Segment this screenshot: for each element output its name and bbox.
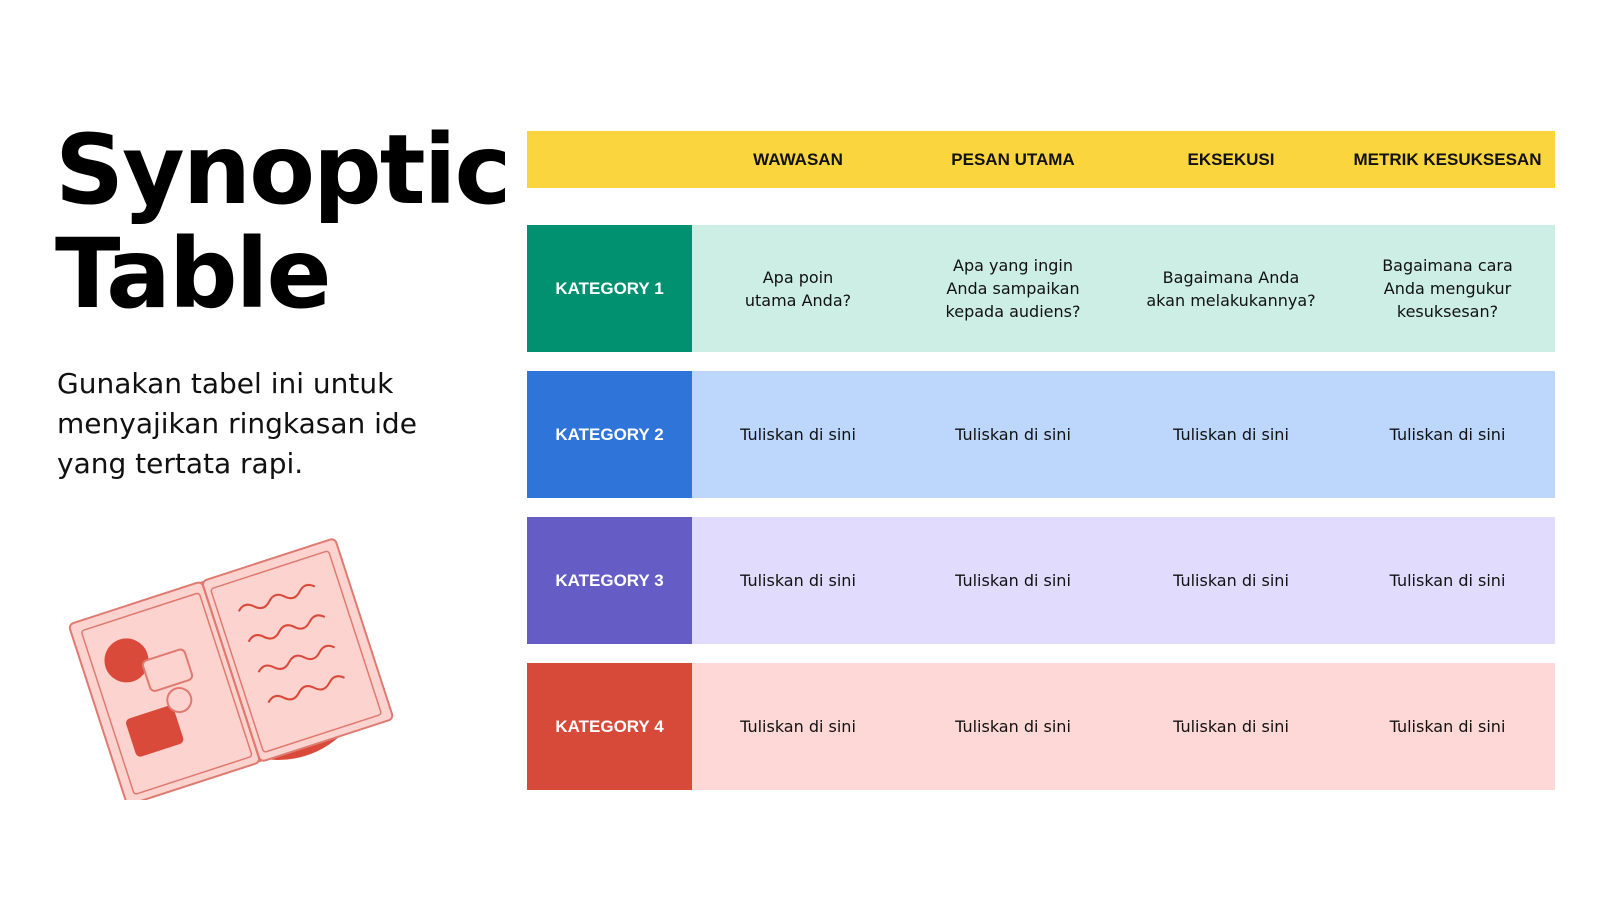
table-row-kategory-1: KATEGORY 1 Apa poin utama Anda? Apa yang… bbox=[527, 225, 1555, 352]
row-label: KATEGORY 2 bbox=[527, 371, 692, 498]
table-row-kategory-4: KATEGORY 4 Tuliskan di sini Tuliskan di … bbox=[527, 663, 1555, 790]
table-cell: Tuliskan di sini bbox=[740, 717, 856, 736]
row-label: KATEGORY 4 bbox=[527, 663, 692, 790]
row-label: KATEGORY 1 bbox=[527, 225, 692, 352]
header-pesan-utama: PESAN UTAMA bbox=[951, 149, 1075, 169]
open-book-icon bbox=[68, 538, 394, 800]
title-line-1: Synoptic bbox=[55, 114, 511, 226]
header-metrik-kesuksesan: METRIK KESUKSESAN bbox=[1353, 149, 1542, 169]
table-cell: Tuliskan di sini bbox=[1389, 571, 1506, 590]
table-cell: Tuliskan di sini bbox=[1173, 717, 1289, 736]
table-row-kategory-3: KATEGORY 3 Tuliskan di sini Tuliskan di … bbox=[527, 517, 1555, 644]
title-line-2: Table bbox=[55, 218, 332, 330]
table-cell: Tuliskan di sini bbox=[955, 571, 1071, 590]
row-label: KATEGORY 3 bbox=[527, 517, 692, 644]
table-cell: Tuliskan di sini bbox=[740, 571, 856, 590]
table-header: WAWASAN PESAN UTAMA EKSEKUSI METRIK KESU… bbox=[527, 131, 1555, 188]
table-cell: Bagaimana cara Anda mengukur kesuksesan? bbox=[1382, 256, 1513, 321]
table-cell: Tuliskan di sini bbox=[1389, 425, 1506, 444]
table-cell: Apa poin utama Anda? bbox=[744, 267, 852, 310]
table-cell: Tuliskan di sini bbox=[955, 717, 1071, 736]
table-cell: Tuliskan di sini bbox=[1389, 717, 1506, 736]
page-title: Synoptic Table bbox=[55, 114, 511, 330]
table-cell: Tuliskan di sini bbox=[1173, 571, 1289, 590]
header-wawasan: WAWASAN bbox=[753, 149, 843, 169]
header-eksekusi: EKSEKUSI bbox=[1187, 149, 1275, 169]
table-cell: Apa yang ingin Anda sampaikan kepada aud… bbox=[945, 256, 1081, 321]
table-cell: Tuliskan di sini bbox=[1173, 425, 1289, 444]
table-cell: Tuliskan di sini bbox=[740, 425, 856, 444]
table-row-kategory-2: KATEGORY 2 Tuliskan di sini Tuliskan di … bbox=[527, 371, 1555, 498]
table-cell: Bagaimana Anda akan melakukannya? bbox=[1146, 267, 1316, 310]
subtitle: Gunakan tabel ini untuk menyajikan ringk… bbox=[57, 367, 417, 480]
table-cell: Tuliskan di sini bbox=[955, 425, 1071, 444]
